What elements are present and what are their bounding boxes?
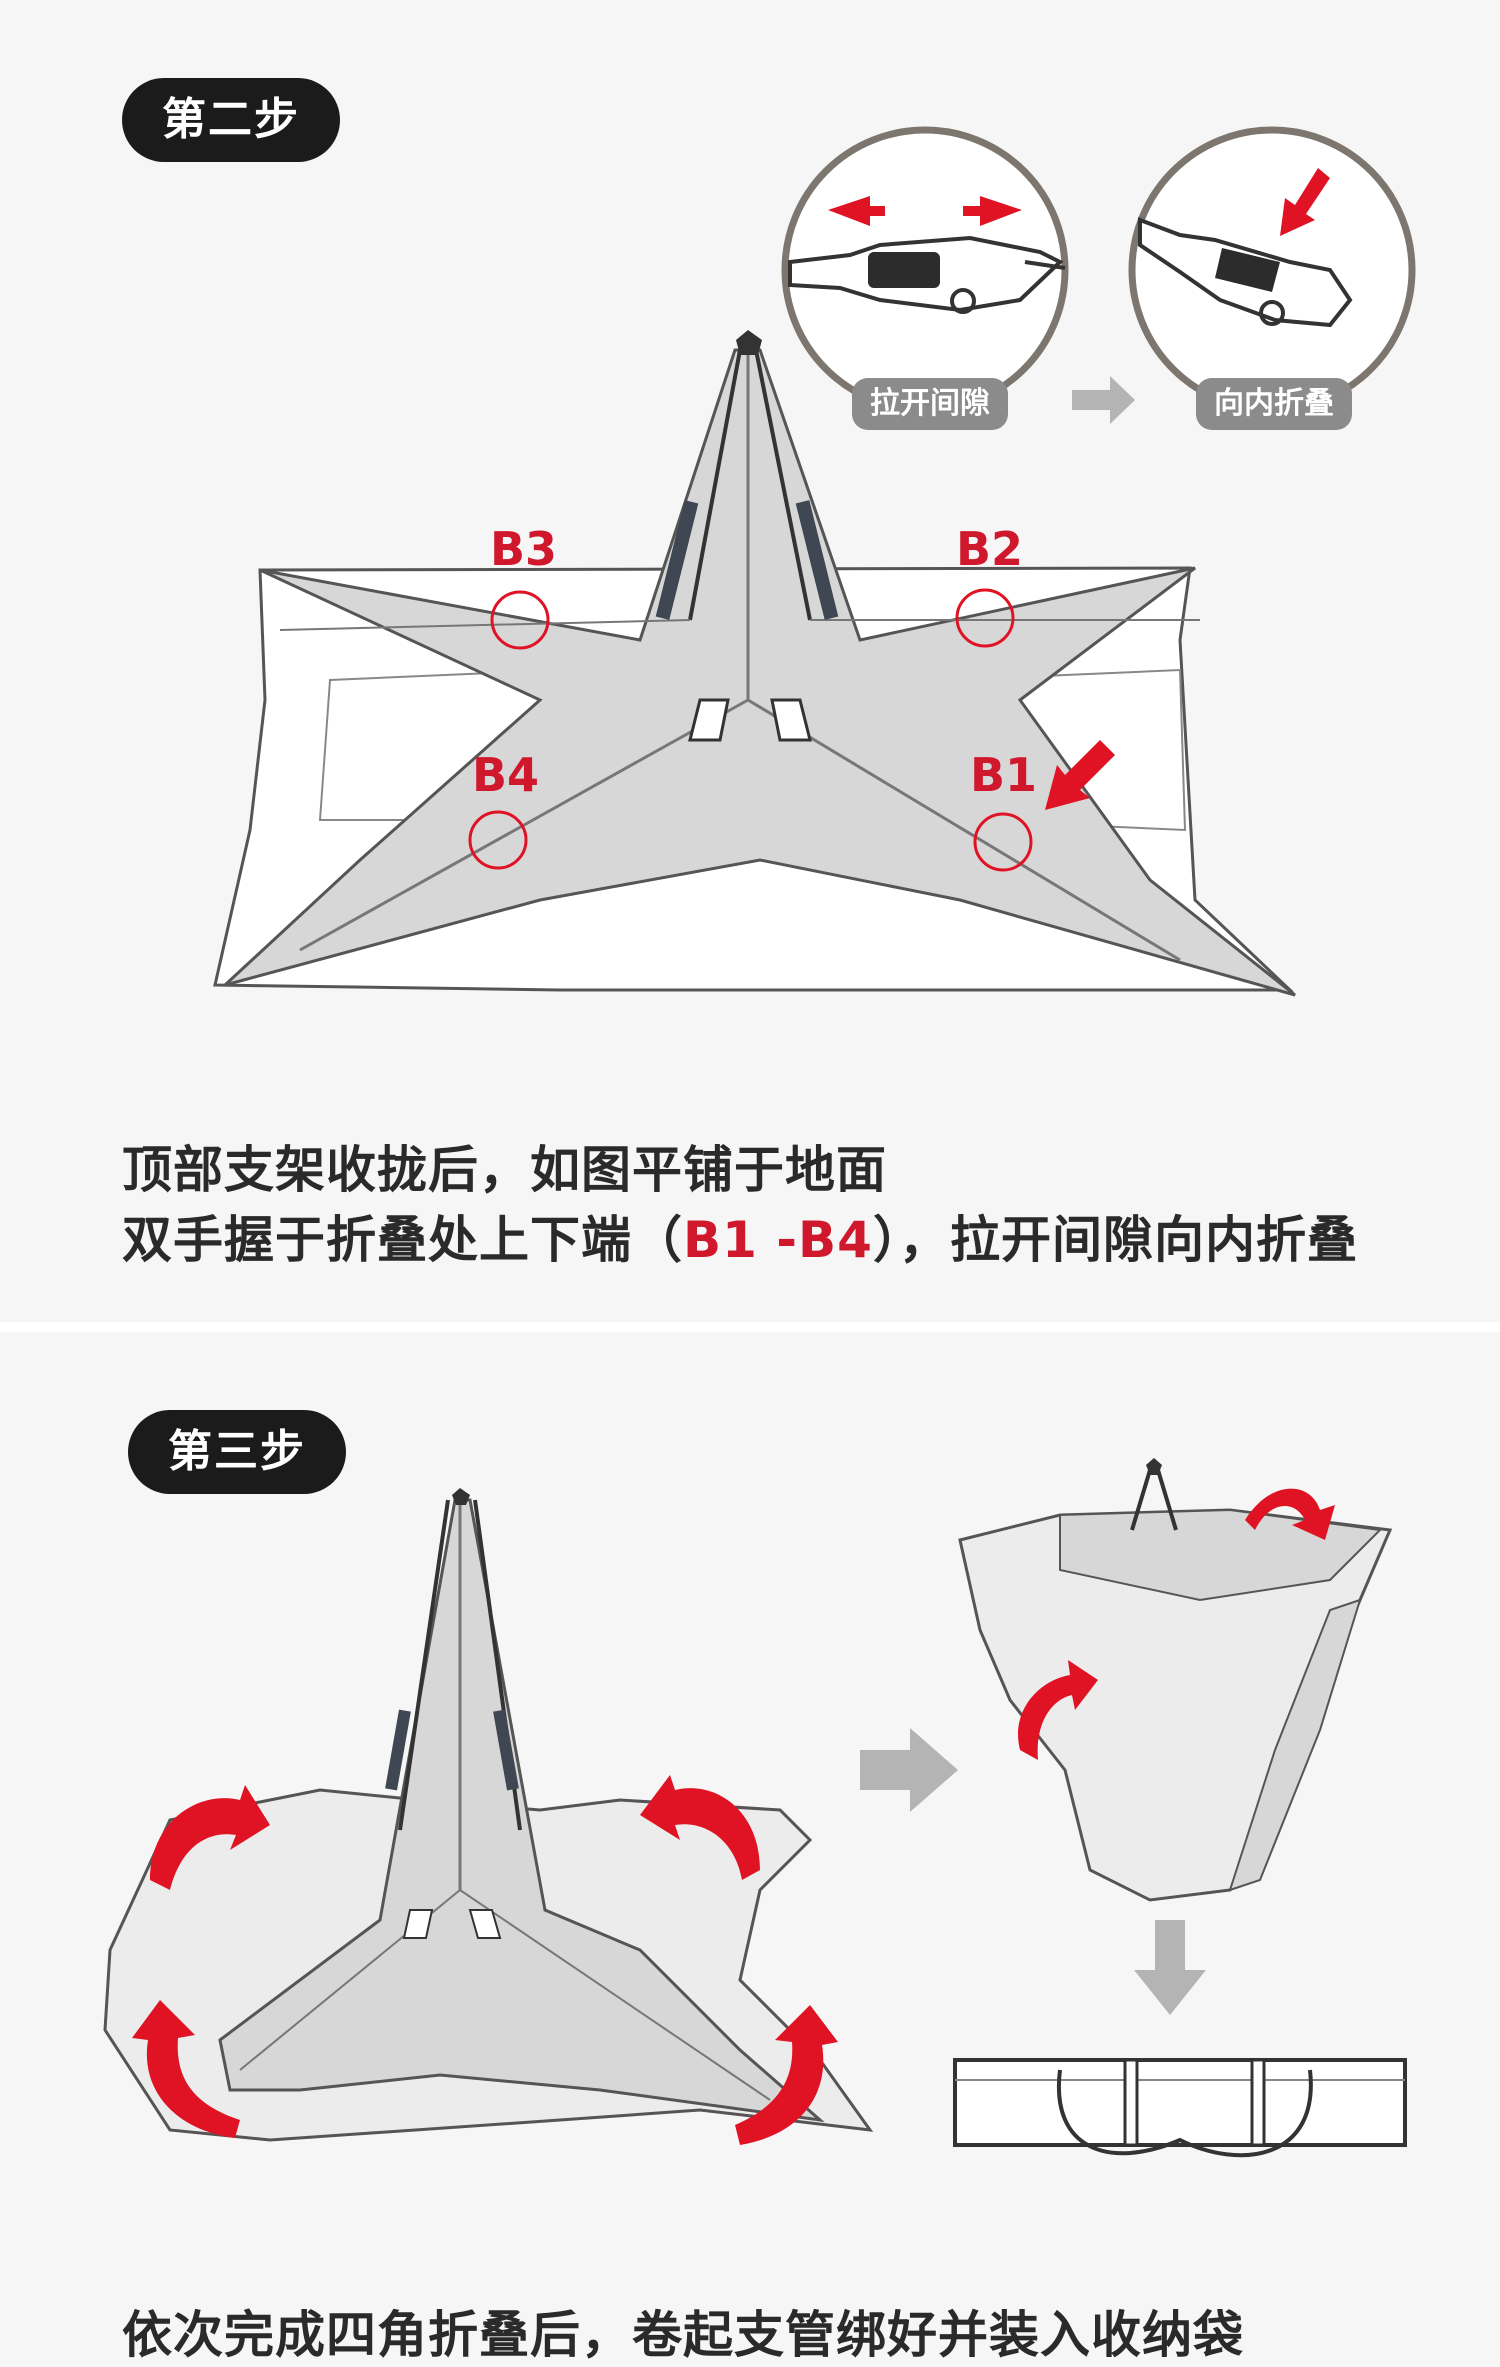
caption-highlight: B1 -B4 [683, 1211, 873, 1269]
step-two-caption-line2: 双手握于折叠处上下端（B1 -B4），拉开间隙向内折叠 [122, 1200, 1358, 1272]
next-arrow-icon [1072, 376, 1135, 424]
caption-text: 双手握于折叠处上下端（ [122, 1211, 683, 1269]
step-three-section: 第三步 [0, 1330, 1500, 2322]
fold-label-b3: B3 [490, 522, 557, 576]
step-three-illustration [0, 1330, 1500, 2322]
caption-text: ），拉开间隙向内折叠 [873, 1211, 1358, 1269]
step-three-caption: 依次完成四角折叠后，卷起支管绑好并装入收纳袋 [122, 2295, 1244, 2367]
label-fold-inward: 向内折叠 [1196, 378, 1352, 430]
detail-open-gap [785, 130, 1065, 410]
fold-label-b2: B2 [956, 522, 1023, 576]
detail-fold-inward [1132, 130, 1412, 410]
label-open-gap: 拉开间隙 [852, 378, 1008, 430]
fold-label-b1: B1 [970, 748, 1037, 802]
flattened-tent-drawing [215, 330, 1295, 995]
down-arrow-icon [1134, 1920, 1206, 2015]
corners-folding-drawing [105, 1488, 870, 2145]
step-two-caption-line1: 顶部支架收拢后，如图平铺于地面 [122, 1130, 887, 1202]
storage-bag-drawing [955, 2060, 1405, 2155]
rolled-tent-drawing [960, 1458, 1390, 1900]
fold-label-b4: B4 [472, 748, 539, 802]
next-arrow-icon [860, 1728, 958, 1812]
step-two-section: 第二步 [0, 0, 1500, 1330]
